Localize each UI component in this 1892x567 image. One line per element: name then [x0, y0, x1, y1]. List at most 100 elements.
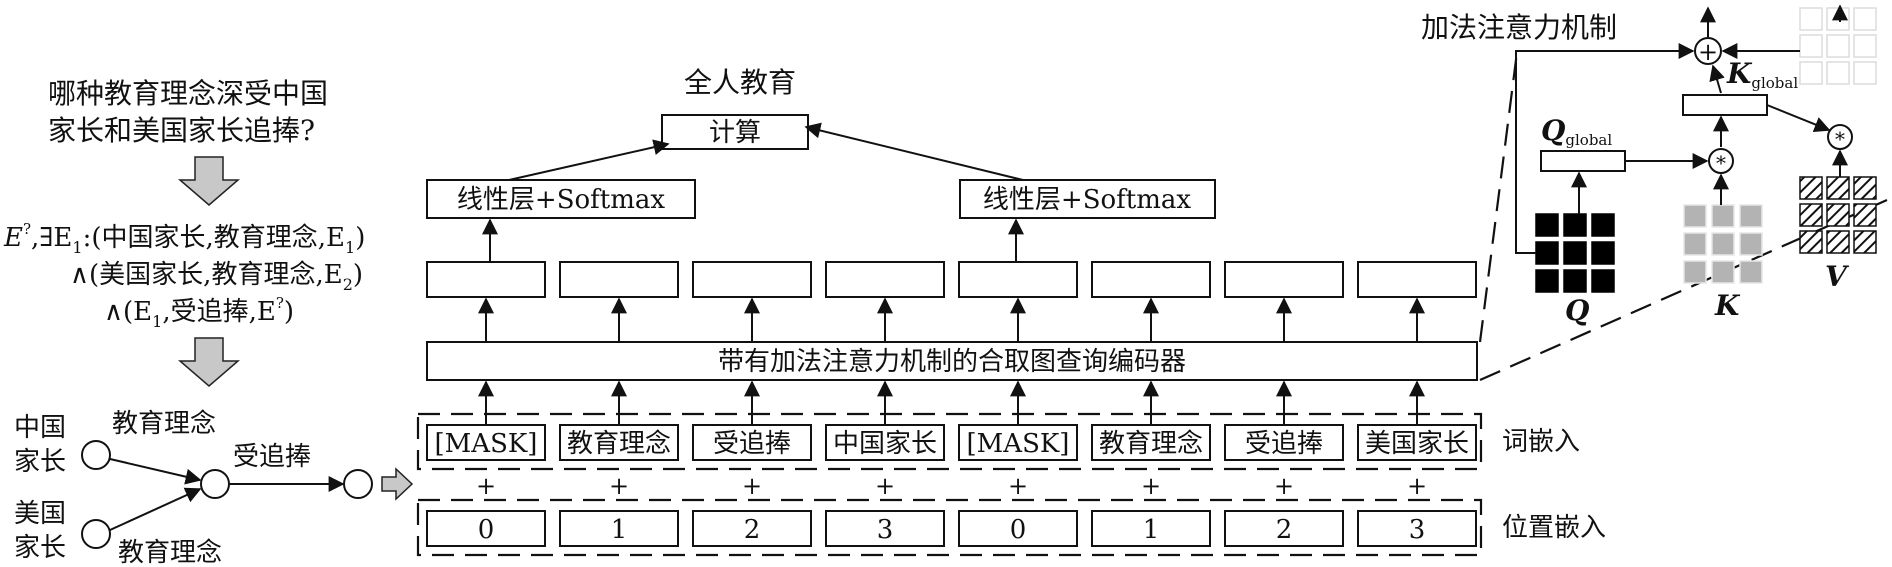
add-op-symbol: + — [1698, 38, 1718, 66]
logic-line-2: ∧(美国家长,教育理念,E2) — [70, 260, 363, 294]
anchor-1-label-line-2: 家长 — [14, 447, 66, 477]
output-vector-box — [825, 261, 945, 298]
right-block-arrow — [381, 467, 414, 501]
matrix-cell — [1799, 203, 1823, 227]
multiply-op-qk-symbol: * — [1716, 151, 1726, 175]
matrix-cell — [1591, 269, 1615, 293]
edge-2-arrow — [109, 487, 202, 531]
matrix-cell — [1826, 176, 1850, 200]
encoder-box — [426, 341, 1478, 381]
v-matrix-label: V — [1825, 260, 1850, 293]
output-vector-box — [559, 261, 679, 298]
token-column: 教育理念+1 — [1091, 261, 1211, 547]
edge-1-label: 教育理念 — [112, 409, 216, 439]
v-matrix — [1799, 176, 1877, 254]
output-vector-box — [958, 261, 1078, 298]
anchor-2-label-line-2: 家长 — [14, 533, 66, 563]
output-vector-box — [1224, 261, 1344, 298]
attention-title: 加法注意力机制 — [1421, 11, 1617, 44]
position-label: 2 — [744, 515, 761, 545]
answer-label: 全人教育 — [684, 66, 796, 99]
token-box — [559, 424, 679, 461]
output-vector-box — [692, 261, 812, 298]
residual-path — [1515, 43, 1695, 254]
position-label: 2 — [1276, 515, 1293, 545]
linear-softmax-left-label: 线性层+Softmax — [457, 185, 665, 215]
anchor-2-label-line-1: 美国 — [14, 499, 66, 529]
matrix-cell — [1683, 232, 1707, 256]
word-embedding-label: 词嵌入 — [1502, 427, 1580, 457]
token-columns: [MASK]+0教育理念+1受追捧+2中国家长+3[MASK]+0教育理念+1受… — [426, 261, 1477, 547]
position-label: 1 — [611, 515, 628, 545]
arrow-right-linear-to-compute — [804, 122, 1024, 181]
arrow-kglobal-to-add — [1709, 64, 1725, 94]
matrix-cell — [1739, 204, 1763, 228]
attention-panel: 加法注意力机制 Q K V Qglobal Kglobal * * + — [1421, 4, 1888, 382]
matrix-cell — [1826, 61, 1850, 85]
token-label: 受追捧 — [713, 429, 791, 459]
q-matrix — [1535, 213, 1615, 293]
position-box — [958, 510, 1078, 547]
position-box — [692, 510, 812, 547]
position-embedding-label: 位置嵌入 — [1502, 513, 1606, 543]
position-embedding-frame — [416, 498, 1483, 557]
position-box — [1091, 510, 1211, 547]
matrix-cell — [1853, 7, 1877, 31]
k-matrix-label: K — [1714, 289, 1741, 322]
position-label: 3 — [1409, 515, 1426, 545]
anchor-1-label-line-1: 中国 — [14, 413, 66, 443]
token-box — [1224, 424, 1344, 461]
matrix-cell — [1739, 260, 1763, 284]
matrix-cell — [1711, 204, 1735, 228]
linear-softmax-right-box — [959, 179, 1216, 219]
token-label: 受追捧 — [1245, 429, 1323, 459]
output-vector-box — [426, 261, 546, 298]
matrix-cell — [1853, 34, 1877, 58]
arrow-left-linear-to-compute — [508, 139, 670, 181]
logic-line-3: ∧(E1,受追捧,E?) — [104, 294, 294, 331]
matrix-cell — [1799, 34, 1823, 58]
plus-sign: + — [1274, 472, 1294, 500]
variable-node — [200, 469, 230, 499]
matrix-cell — [1799, 230, 1823, 254]
multiply-op-kv — [1827, 124, 1853, 150]
edge-2-label: 教育理念 — [118, 538, 222, 567]
token-box — [1091, 424, 1211, 461]
k-matrix — [1683, 204, 1763, 284]
matrix-cell — [1683, 204, 1707, 228]
token-box — [825, 424, 945, 461]
matrix-cell — [1535, 213, 1559, 237]
logic-line-1: E?,∃E1:(中国家长,教育理念,E1) — [3, 220, 365, 257]
matrix-cell — [1853, 203, 1877, 227]
matrix-cell — [1591, 241, 1615, 265]
position-box — [426, 510, 546, 547]
position-label: 0 — [1010, 515, 1027, 545]
matrix-cell — [1739, 232, 1763, 256]
arrow-kglobal-to-mul2 — [1766, 104, 1831, 133]
matrix-cell — [1826, 34, 1850, 58]
matrix-cell — [1591, 213, 1615, 237]
question-line-2: 家长和美国家长追捧? — [48, 114, 315, 147]
output-vector-box — [1091, 261, 1211, 298]
matrix-cell — [1799, 176, 1823, 200]
linear-softmax-right-label: 线性层+Softmax — [983, 185, 1191, 215]
matrix-cell — [1853, 61, 1877, 85]
multiply-op-kv-symbol: * — [1835, 127, 1845, 151]
plus-sign: + — [1008, 472, 1028, 500]
token-box — [692, 424, 812, 461]
token-column: 中国家长+3 — [825, 261, 945, 547]
q-matrix-label: Q — [1565, 294, 1589, 327]
anchor-node-2 — [81, 519, 111, 549]
logic-query: E?,∃E1:(中国家长,教育理念,E1) ∧(美国家长,教育理念,E2) ∧(… — [3, 220, 365, 331]
compute-label: 计算 — [709, 118, 761, 148]
token-label: 教育理念 — [567, 429, 671, 459]
down-block-arrow-1 — [177, 156, 241, 206]
question-line-1: 哪种教育理念深受中国 — [48, 77, 328, 110]
matrix-cell — [1826, 230, 1850, 254]
token-label: [MASK] — [967, 429, 1070, 459]
token-column: 受追捧+2 — [692, 261, 812, 547]
plus-sign: + — [1407, 472, 1427, 500]
position-box — [1224, 510, 1344, 547]
token-column: 美国家长+3 — [1357, 261, 1477, 547]
